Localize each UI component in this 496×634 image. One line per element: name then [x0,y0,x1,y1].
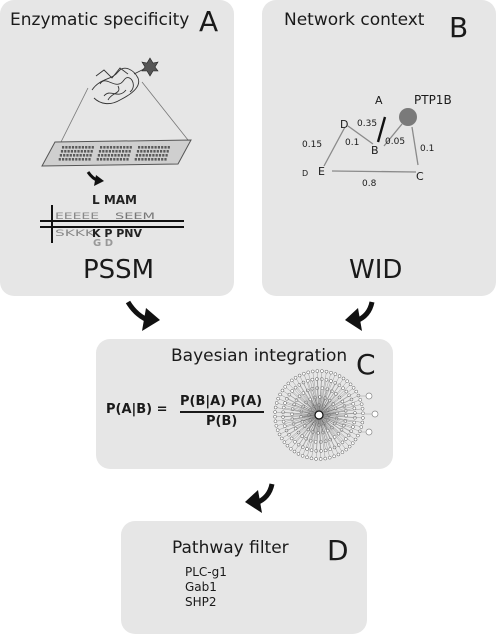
edge-e-c [331,170,417,173]
panel-pathway-filter [121,521,367,634]
node-a-label: A [375,94,383,107]
edge-a-b [376,116,387,143]
logo-bottom-glyphs-2: G D [93,238,113,249]
edge-label-d-e: 0.15 [302,140,322,150]
edge-d-b [347,125,374,145]
pathway-list: PLC-g1 Gab1 SHP2 [185,565,227,610]
formula-lhs: P(A|B) = [106,402,168,417]
curved-arrow-icon [345,301,375,331]
projection-lines [59,81,189,145]
panel-a-label: PSSM [83,255,155,285]
logo-top-glyphs: L MAM [92,193,137,207]
node-b-label: B [371,144,379,157]
sequence-logo-icon: EEEEE L MAM SEEM SKKK K P PNV G D [40,193,184,249]
svg-text:SKKK: SKKK [55,229,97,239]
pathway-item: Gab1 [185,580,217,594]
edge-label-e-c: 0.8 [362,179,377,189]
curved-arrow-icon [86,171,104,186]
edge-b-hub [383,123,403,147]
panel-a-letter: A [199,5,219,38]
node-hub-label: PTP1B [414,93,452,107]
edge-label-hub-c: 0.1 [420,144,434,154]
panel-b-title: Network context [284,10,425,30]
panel-d-title: Pathway filter [172,538,289,558]
panel-b-label: WID [349,255,403,285]
formula-denominator: P(B) [206,414,238,429]
panel-b-letter: B [449,11,469,44]
interaction-network-icon [273,369,379,461]
star-burst-icon [141,57,159,77]
panel-c-title: Bayesian integration [171,346,348,366]
formula-numerator: P(B|A) P(A) [180,394,263,409]
node-d-label: D [340,118,348,131]
node-e-label: E [318,165,325,178]
node-hub [399,108,417,126]
node-d2-label: D [302,169,308,178]
panel-a-title: Enzymatic specificity [10,10,190,30]
panel-c-letter: C [356,348,376,381]
logo-bottom-glyphs: K P PNV [92,227,143,240]
svg-text:SEEM: SEEM [115,212,155,222]
pathway-item: PLC-g1 [185,565,227,579]
svg-text:EEEEE: EEEEE [55,212,99,222]
edge-label-b-hub: 0.05 [385,137,405,147]
panel-bayesian-integration [96,339,393,469]
protein-structure-icon [91,65,151,105]
node-c-label: C [416,170,424,183]
edge-label-a-b: 0.35 [357,119,377,129]
peptide-array-icon [41,139,192,167]
formula-fraction-bar [180,411,264,413]
panel-network-context [262,0,496,296]
panel-d-letter: D [327,534,349,567]
edge-label-d-b: 0.1 [345,138,359,148]
edge-hub-c [411,126,419,166]
edge-d-e [323,126,346,167]
pathway-item: SHP2 [185,595,217,609]
curved-arrow-icon [245,483,275,513]
curved-arrow-icon [125,300,160,331]
network-graph-icon: A D B C D E PTP1B 0.35 0.1 0.15 0.05 0.1… [302,93,452,189]
